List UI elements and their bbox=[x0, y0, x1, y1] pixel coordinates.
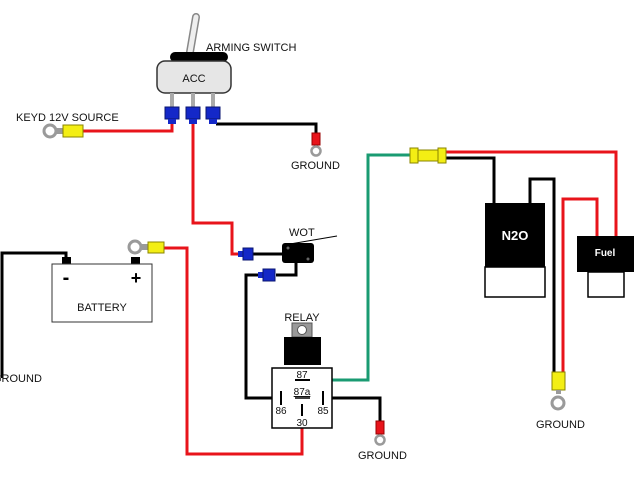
battery-label: BATTERY bbox=[77, 302, 127, 314]
switch-ground-terminal[interactable] bbox=[310, 132, 322, 157]
battery-to-relay30-wire bbox=[163, 246, 304, 456]
switch-to-wot-wire bbox=[191, 122, 243, 256]
relay[interactable]: 87 87a 86 85 30 bbox=[271, 322, 333, 429]
wot-label: WOT bbox=[289, 227, 315, 239]
ring-terminal-icon bbox=[550, 395, 566, 411]
ring-terminal-icon bbox=[374, 434, 386, 446]
relay-pin-87: 87 bbox=[296, 370, 308, 381]
relay-cap bbox=[284, 337, 321, 365]
relay85-ground-wire bbox=[326, 396, 382, 422]
fuel-solenoid-coil bbox=[577, 236, 634, 272]
switch-terminal-center[interactable] bbox=[185, 106, 201, 120]
ring-terminal-icon bbox=[127, 239, 143, 255]
n2o-ground-wire bbox=[528, 177, 556, 372]
switch-ground-label: GROUND bbox=[291, 160, 340, 172]
n2o-label: N2O bbox=[502, 228, 529, 243]
solenoid-ground-label: GROUND bbox=[536, 419, 585, 431]
toggle-switch-collar bbox=[170, 52, 228, 62]
battery-negative-label: - bbox=[63, 267, 70, 289]
fuel-solenoid-base bbox=[587, 271, 625, 298]
fuel-solenoid[interactable]: Fuel bbox=[577, 236, 634, 298]
ring-terminal-icon bbox=[42, 123, 58, 139]
battery-positive-label: + bbox=[131, 268, 142, 288]
arming-switch[interactable]: ACC bbox=[156, 13, 232, 124]
relay-pin-86: 86 bbox=[275, 406, 287, 417]
battery-ground-label: GROUND bbox=[0, 373, 42, 385]
battery-body bbox=[51, 263, 153, 323]
switch-ground-wire bbox=[216, 122, 318, 134]
fuel-label: Fuel bbox=[595, 248, 616, 259]
butt-connector bbox=[147, 241, 165, 254]
relay86-wire bbox=[244, 273, 278, 400]
relay-pin-30: 30 bbox=[296, 418, 308, 429]
fuel-power-wire bbox=[446, 150, 618, 237]
n2o-solenoid[interactable]: N2O bbox=[484, 203, 546, 298]
fuel-ground-wire bbox=[561, 197, 599, 372]
arming-switch-label: ARMING SWITCH bbox=[206, 42, 296, 54]
n2o-solenoid-coil bbox=[485, 203, 545, 267]
switch-terminal-right[interactable] bbox=[205, 106, 221, 120]
keyed-source-wire bbox=[82, 122, 174, 133]
relay-ground-label: GROUND bbox=[358, 450, 407, 462]
butt-connector bbox=[551, 371, 566, 391]
switch-terminal-left[interactable] bbox=[164, 106, 180, 120]
wot-to-relay-wire bbox=[276, 262, 298, 277]
microswitch-lever bbox=[289, 235, 338, 245]
butt-connector bbox=[62, 124, 84, 138]
relay-pin-85: 85 bbox=[317, 406, 329, 417]
wot-input-connector[interactable] bbox=[238, 247, 254, 261]
wot-output-connector[interactable] bbox=[258, 268, 276, 282]
relay-pin-87a: 87a bbox=[294, 387, 311, 398]
keyed-source-terminal[interactable] bbox=[42, 123, 84, 139]
ring-terminal-icon bbox=[310, 145, 322, 157]
battery-positive-terminal[interactable] bbox=[127, 239, 165, 255]
relay-ground-terminal[interactable] bbox=[374, 420, 386, 446]
signal-butt-connector[interactable] bbox=[409, 147, 447, 164]
microswitch-icon bbox=[282, 243, 314, 263]
relay87-signal-wire bbox=[309, 153, 410, 382]
n2o-solenoid-base bbox=[484, 266, 546, 298]
switch-body-label: ACC bbox=[182, 73, 205, 85]
solenoid-ground-terminal[interactable] bbox=[550, 371, 566, 411]
keyed-source-label: KEYD 12V SOURCE bbox=[16, 112, 119, 124]
n2o-power-wire bbox=[446, 156, 496, 203]
battery[interactable]: - + BATTERY bbox=[51, 257, 153, 323]
relay-label: RELAY bbox=[284, 312, 320, 324]
wot-switch[interactable] bbox=[282, 235, 338, 263]
